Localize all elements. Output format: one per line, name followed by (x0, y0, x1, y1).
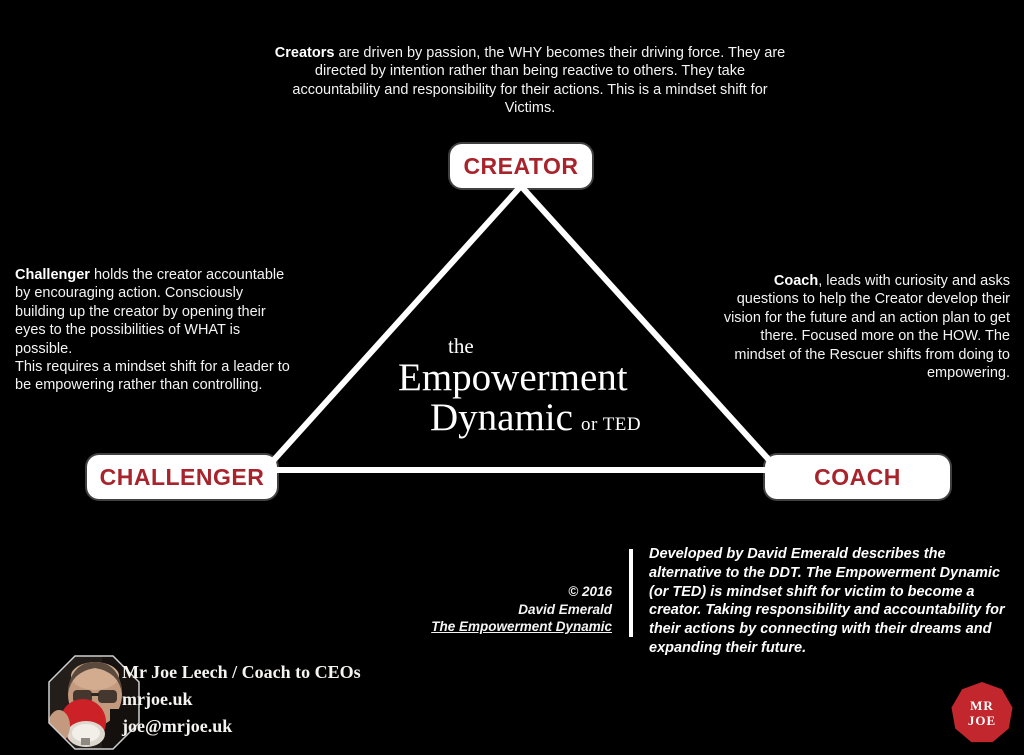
challenger-note-p2: This requires a mindset shift for a lead… (15, 359, 290, 394)
title-suffix: or TED (580, 414, 642, 435)
footer-contact: Mr Joe Leech / Coach to CEOs mrjoe.uk jo… (122, 658, 361, 740)
title-line2: Dynamic or TED (398, 398, 698, 445)
author-name-role: Mr Joe Leech / Coach to CEOs (122, 662, 361, 682)
mrjoe-logo-nonagon (951, 682, 1013, 743)
challenger-note-lead: Challenger (15, 267, 90, 283)
node-creator-label: CREATOR (463, 152, 579, 179)
copyright-year: © 2016 (568, 584, 612, 599)
title-prefix: the (448, 334, 474, 358)
challenger-note-text: holds the creator accountable by encoura… (15, 267, 285, 357)
mrjoe-logo-text: MR JOE (951, 682, 1013, 744)
challenger-note: Challenger holds the creator accountable… (15, 266, 291, 395)
node-creator: CREATOR (450, 144, 592, 188)
author-website: mrjoe.uk (122, 689, 193, 709)
ted-description: Developed by David Emerald describes the… (649, 546, 1005, 656)
copyright-title-link[interactable]: The Empowerment Dynamic (431, 619, 612, 634)
node-challenger: CHALLENGER (87, 455, 277, 499)
title-line2-word: Dynamic (430, 396, 573, 439)
author-photo (48, 655, 140, 750)
vertical-divider (629, 549, 633, 637)
node-coach-label: COACH (814, 463, 901, 490)
node-coach: COACH (765, 455, 950, 499)
node-challenger-label: CHALLENGER (99, 463, 265, 490)
copyright-author: David Emerald (518, 601, 612, 617)
title-line1: Empowerment (398, 356, 628, 399)
creator-note: Creators are driven by passion, the WHY … (272, 44, 788, 118)
coach-note: Coach, leads with curiosity and asks que… (714, 272, 1010, 382)
coach-note-text: , leads with curiosity and asks question… (723, 273, 1010, 382)
mrjoe-logo-line1: MR (970, 698, 994, 713)
copyright-credit: © 2016 David Emerald The Empowerment Dyn… (402, 583, 612, 636)
challenger-note-p1: Challenger holds the creator accountable… (15, 266, 291, 358)
author-email: joe@mrjoe.uk (122, 716, 233, 736)
coach-note-lead: Coach (773, 273, 819, 289)
mrjoe-logo: MR JOE (951, 682, 1013, 744)
mrjoe-logo-line2: JOE (967, 713, 997, 728)
creator-note-text: are driven by passion, the WHY becomes t… (292, 45, 786, 117)
diagram-title: the Empowerment Dynamic or TED (398, 334, 698, 445)
creator-note-lead: Creators (274, 45, 335, 61)
